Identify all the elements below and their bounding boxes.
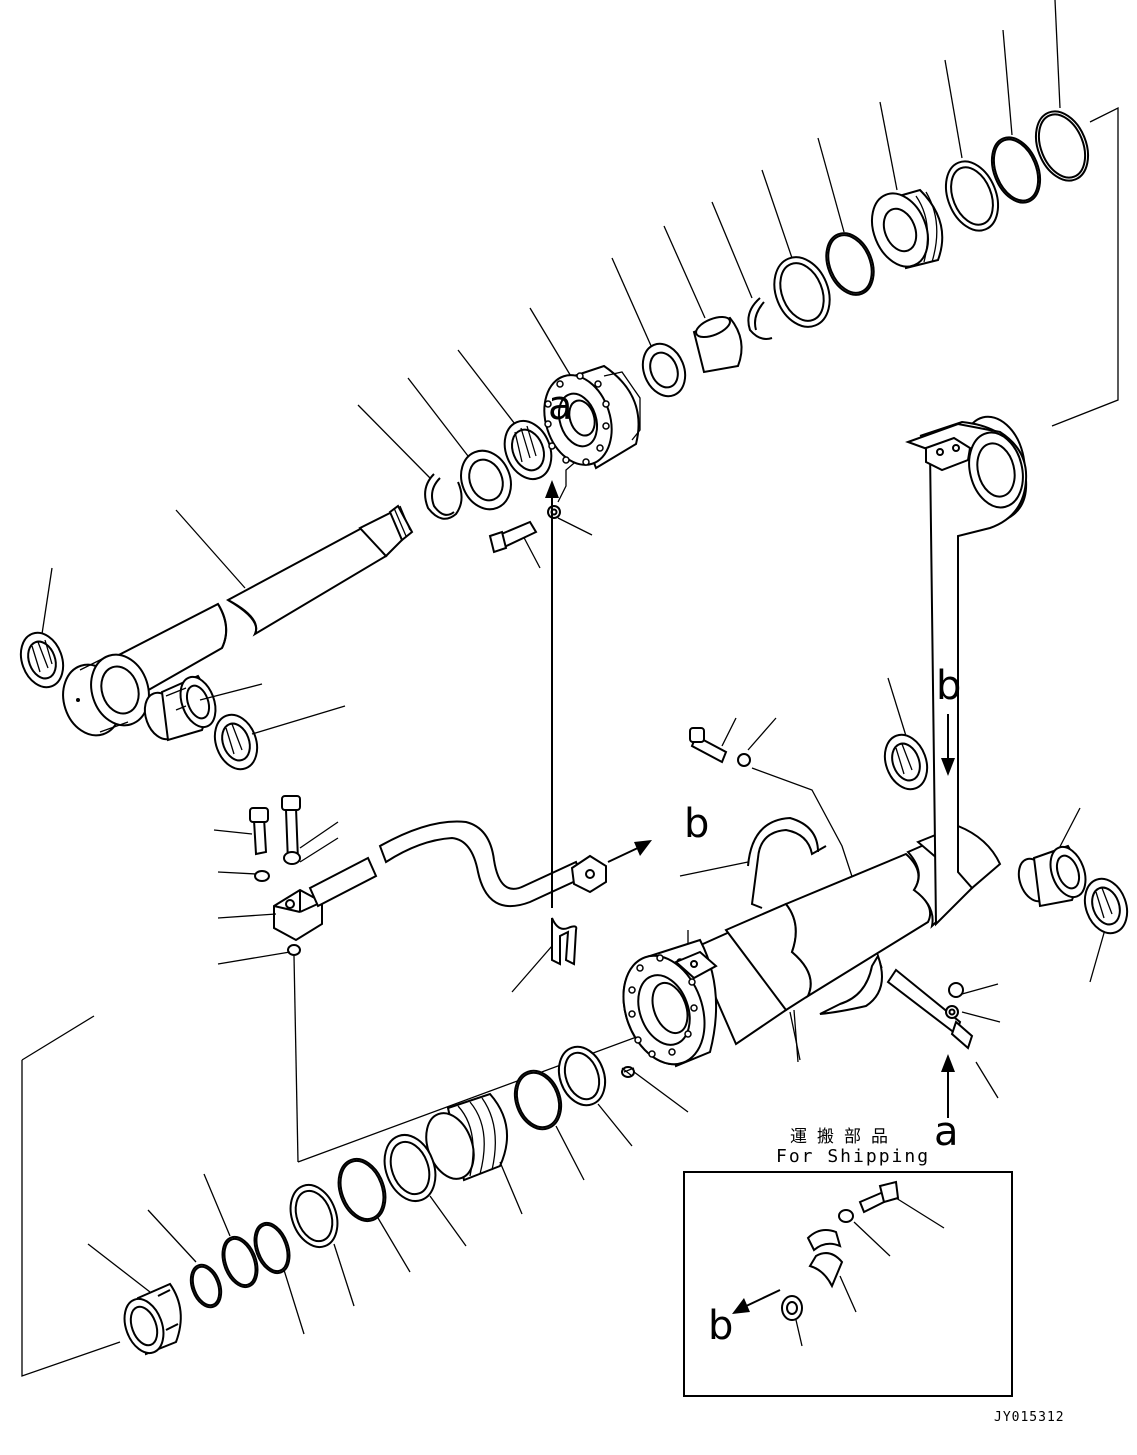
callout-arrows (545, 480, 955, 1314)
piping-assembly (249, 795, 607, 966)
leader-lines-lower (87, 1009, 799, 1335)
callout-b-top: b (936, 663, 962, 709)
shipping-inset-box (683, 1171, 1013, 1397)
rod-side-small-parts (424, 110, 1090, 554)
piston-rod (62, 504, 414, 737)
callout-a-top: a (548, 383, 573, 429)
rod-end-seals-upper (19, 631, 346, 771)
shipping-label-japanese: 運搬部品 (790, 1127, 898, 1147)
callout-b-right: b (684, 801, 710, 847)
tube-clamps (689, 727, 974, 1050)
cylinder-tube (622, 415, 1028, 1068)
callout-b-inset: b (708, 1303, 734, 1349)
shipping-label-english: For Shipping (776, 1146, 931, 1167)
tube-end-bushings (883, 733, 1129, 935)
callout-a-bottom: a (934, 1109, 959, 1155)
leader-lines-upper (41, 0, 1119, 635)
drawing-code: JY015312 (994, 1410, 1065, 1425)
head-seal-kit-lower (123, 1045, 635, 1356)
shipping-parts (781, 1180, 945, 1347)
